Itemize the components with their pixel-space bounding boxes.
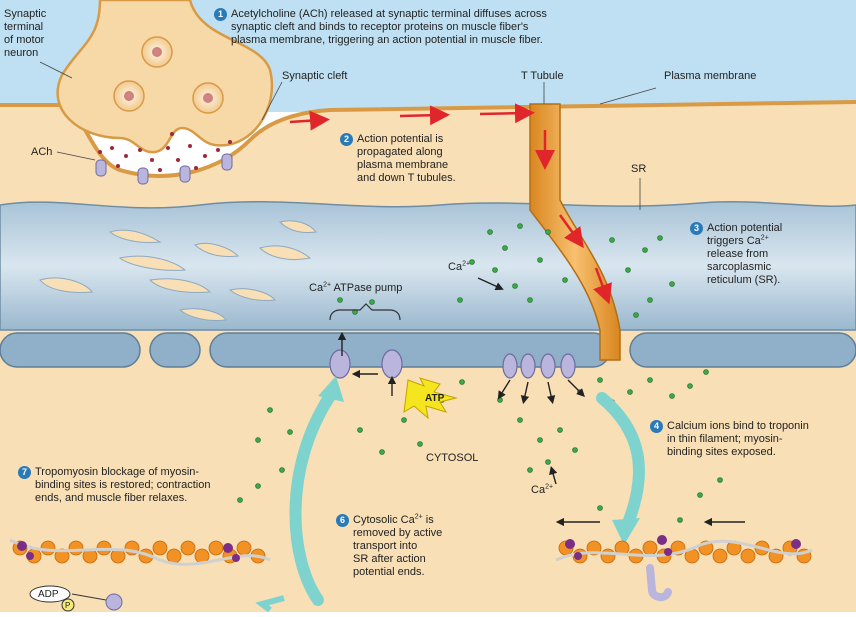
leader-lines: [39, 61, 657, 210]
thin-filament-relaxed: [9, 538, 271, 566]
label-atp: ATP: [425, 393, 445, 404]
label-cytosol: CYTOSOL: [426, 452, 479, 464]
relax-arrow: [255, 595, 285, 613]
step-6: 6 Cytosolic Ca2+ is removed by active tra…: [336, 513, 443, 579]
step-6-badge: 6: [336, 514, 349, 527]
action-potential-arrows: [289, 103, 612, 305]
step-1: 1 Acetylcholine (ACh) released at synapti…: [214, 8, 547, 47]
step-7: 7 Tropomyosin blockage of myosin- binding…: [18, 466, 210, 505]
label-t-tubule: T Tubule: [521, 70, 564, 82]
ca-return-arrowhead: [318, 376, 344, 402]
label-synaptic-cleft: Synaptic cleft: [282, 70, 348, 82]
step-7-badge: 7: [18, 466, 31, 479]
atp-burst: [403, 377, 458, 420]
ach-receptors: [95, 153, 233, 185]
label-p: P: [65, 601, 71, 610]
sarcoplasmic-reticulum: [0, 201, 856, 331]
synaptic-vesicles: [113, 36, 224, 114]
calcium-ions: [237, 223, 723, 523]
label-ca-upper: Ca2+: [448, 260, 471, 273]
ach-molecules: [98, 132, 232, 172]
step-3-badge: 3: [690, 222, 703, 235]
ca-diffusion-arrow: [596, 392, 645, 534]
label-ca-atpase-pump: Ca2+ ATPase pump: [309, 281, 403, 294]
ca-return-arrow: [289, 390, 336, 606]
step-3: 3 Action potential triggers Ca2+ release …: [690, 222, 782, 287]
pump-bracket: [329, 303, 401, 321]
label-ca-lower: Ca2+: [531, 483, 554, 496]
myosin-head: [105, 593, 123, 611]
label-ach: ACh: [31, 146, 53, 158]
ca-release-channels: [502, 353, 576, 379]
label-adp: ADP: [38, 589, 59, 600]
step-4: 4 Calcium ions bind to troponin in thin f…: [650, 420, 809, 459]
label-neuron: Synaptic terminal of motor neuron: [4, 8, 47, 59]
small-arrows: [337, 277, 745, 527]
step-6-text: Cytosolic Ca2+ is removed by active tran…: [353, 513, 443, 578]
step-1-badge: 1: [214, 8, 227, 21]
step-2: 2 Action potential is propagated along pl…: [340, 133, 456, 185]
label-plasma-membrane: Plasma membrane: [664, 70, 757, 82]
label-sr: SR: [631, 163, 647, 175]
ca-diffusion-arrowhead: [612, 518, 640, 545]
sr-gaps: [39, 220, 317, 321]
step-7-text: Tropomyosin blockage of myosin- binding …: [35, 466, 211, 504]
adp-glyph: [29, 585, 71, 603]
step-2-badge: 2: [340, 133, 353, 146]
step-1-text: Acetylcholine (ACh) released at synaptic…: [231, 8, 547, 46]
sr-tubes: [0, 332, 856, 368]
p-glyph: [61, 598, 75, 612]
thin-filament-active: [555, 535, 813, 601]
adp-connector: [71, 593, 107, 601]
step-4-text: Calcium ions bind to troponin in thin fi…: [667, 420, 809, 458]
step-3-text: Action potential triggers Ca2+ release f…: [707, 222, 783, 286]
step-4-badge: 4: [650, 420, 663, 433]
step-2-text: Action potential is propagated along pla…: [357, 133, 456, 184]
